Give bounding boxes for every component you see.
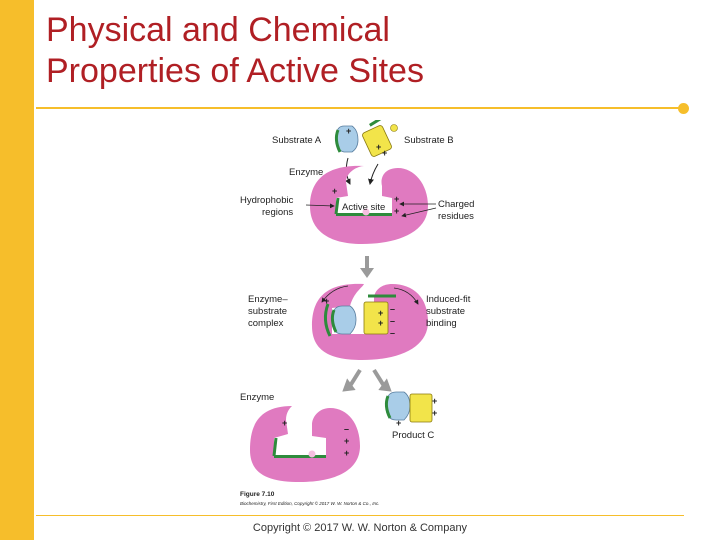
svg-text:+: + bbox=[344, 436, 349, 446]
slide-title: Physical and Chemical Properties of Acti… bbox=[46, 10, 686, 92]
left-accent-bar bbox=[0, 0, 34, 540]
product-c-shape: + + + bbox=[384, 391, 437, 428]
figure-caption-number: Figure 7.10 bbox=[240, 491, 275, 498]
svg-text:+: + bbox=[396, 418, 401, 428]
svg-text:+: + bbox=[432, 396, 437, 406]
svg-text:–: – bbox=[344, 424, 349, 434]
bound-substrate-a bbox=[330, 305, 357, 335]
copyright-footer: Copyright © 2017 W. W. Norton & Company bbox=[252, 522, 468, 534]
label-active-site: Active site bbox=[342, 202, 385, 213]
label-substrate-b: Substrate B bbox=[404, 135, 454, 146]
substrate-b-shape: + + bbox=[362, 115, 398, 158]
label-induced-1: Induced-fit bbox=[426, 294, 471, 305]
svg-text:–: – bbox=[390, 316, 395, 326]
label-induced-2: substrate bbox=[426, 306, 465, 317]
active-site-figure: + + + Substrate A Substrate B Enzyme + +… bbox=[232, 115, 492, 512]
label-induced-3: binding bbox=[426, 318, 457, 329]
label-charged-2: residues bbox=[438, 211, 474, 222]
svg-text:+: + bbox=[378, 308, 383, 318]
svg-text:–: – bbox=[390, 328, 395, 338]
substrate-a-shape: + bbox=[334, 125, 359, 153]
svg-text:+: + bbox=[282, 418, 287, 428]
svg-text:+: + bbox=[432, 408, 437, 418]
svg-text:+: + bbox=[346, 126, 351, 136]
title-line-2: Properties of Active Sites bbox=[46, 52, 424, 90]
enzyme-shape-3: + – + + bbox=[250, 406, 360, 482]
svg-text:+: + bbox=[394, 194, 399, 204]
label-complex-1: Enzyme– bbox=[248, 294, 288, 305]
title-underline bbox=[36, 107, 682, 109]
transition-arrow-2b bbox=[372, 368, 386, 388]
label-complex-2: substrate bbox=[248, 306, 287, 317]
enzyme-shape-2: + bbox=[312, 283, 428, 360]
svg-text:+: + bbox=[344, 448, 349, 458]
label-complex-3: complex bbox=[248, 318, 284, 329]
svg-text:+: + bbox=[394, 206, 399, 216]
label-charged-1: Charged bbox=[438, 199, 474, 210]
title-underline-dot bbox=[678, 103, 689, 114]
svg-text:+: + bbox=[324, 296, 329, 306]
bound-substrate-b: + + – – – bbox=[363, 301, 395, 338]
figure-caption-credit: Biochemistry, First Edition, Copyright ©… bbox=[240, 500, 379, 506]
footer-rule bbox=[36, 515, 684, 516]
label-enzyme-bottom: Enzyme bbox=[240, 392, 274, 403]
svg-text:+: + bbox=[332, 186, 337, 196]
svg-text:+: + bbox=[376, 142, 381, 152]
label-hydrophobic-1: Hydrophobic bbox=[240, 195, 294, 206]
label-product-c: Product C bbox=[392, 430, 434, 441]
title-line-1: Physical and Chemical bbox=[46, 11, 390, 49]
svg-text:+: + bbox=[382, 148, 387, 158]
label-hydrophobic-2: regions bbox=[262, 207, 293, 218]
transition-arrow-2a bbox=[348, 368, 362, 388]
svg-text:–: – bbox=[390, 304, 395, 314]
label-substrate-a: Substrate A bbox=[272, 135, 322, 146]
svg-text:+: + bbox=[378, 318, 383, 328]
enzyme-shape-1: + + + bbox=[310, 165, 428, 244]
active-site-diagram: + + + Substrate A Substrate B Enzyme + +… bbox=[240, 115, 474, 506]
label-enzyme-top: Enzyme bbox=[289, 167, 323, 178]
